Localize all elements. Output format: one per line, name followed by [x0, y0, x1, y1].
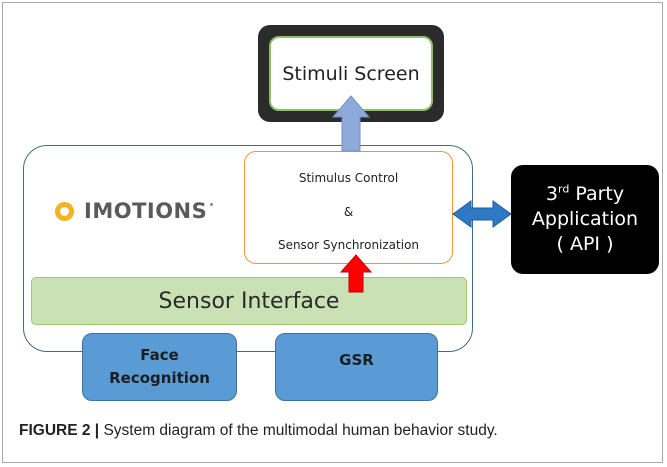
logo-text: IMOTIONS [84, 199, 208, 223]
stimulus-control-box: Stimulus Control & Sensor Synchronizatio… [244, 151, 453, 264]
figure-caption: FIGURE 2 | System diagram of the multimo… [19, 422, 498, 440]
up-arrow-to-screen [331, 95, 371, 152]
logo-ring-icon [55, 201, 74, 221]
third-party-label: 3rd Party [545, 183, 625, 206]
diagram-arrows [331, 95, 512, 293]
application-label: Application [531, 208, 639, 231]
gsr-box: GSR [275, 333, 438, 401]
red-arrow-to-stimulus [339, 254, 373, 293]
sensor-interface-bar: Sensor Interface [31, 277, 467, 325]
double-arrow-api [452, 200, 512, 228]
face-label: Face [140, 345, 179, 364]
recognition-label: Recognition [109, 369, 210, 387]
logo-dot-icon [210, 202, 214, 206]
stimulus-control-label: Stimulus Control [298, 171, 399, 185]
face-recognition-box: Face Recognition [82, 333, 237, 401]
ampersand-label: & [343, 205, 354, 219]
api-label: ( API ) [556, 232, 614, 255]
caption-text: System diagram of the multimodal human b… [99, 422, 498, 439]
sensor-synchronization-label: Sensor Synchronization [277, 238, 420, 252]
figure-label: FIGURE 2 | [19, 422, 100, 439]
imotions-logo: IMOTIONS [55, 199, 214, 223]
third-party-api-box: 3rd Party Application ( API ) [511, 165, 659, 274]
system-diagram: IMOTIONS Stimuli Screen Stimulus Control… [23, 25, 659, 401]
